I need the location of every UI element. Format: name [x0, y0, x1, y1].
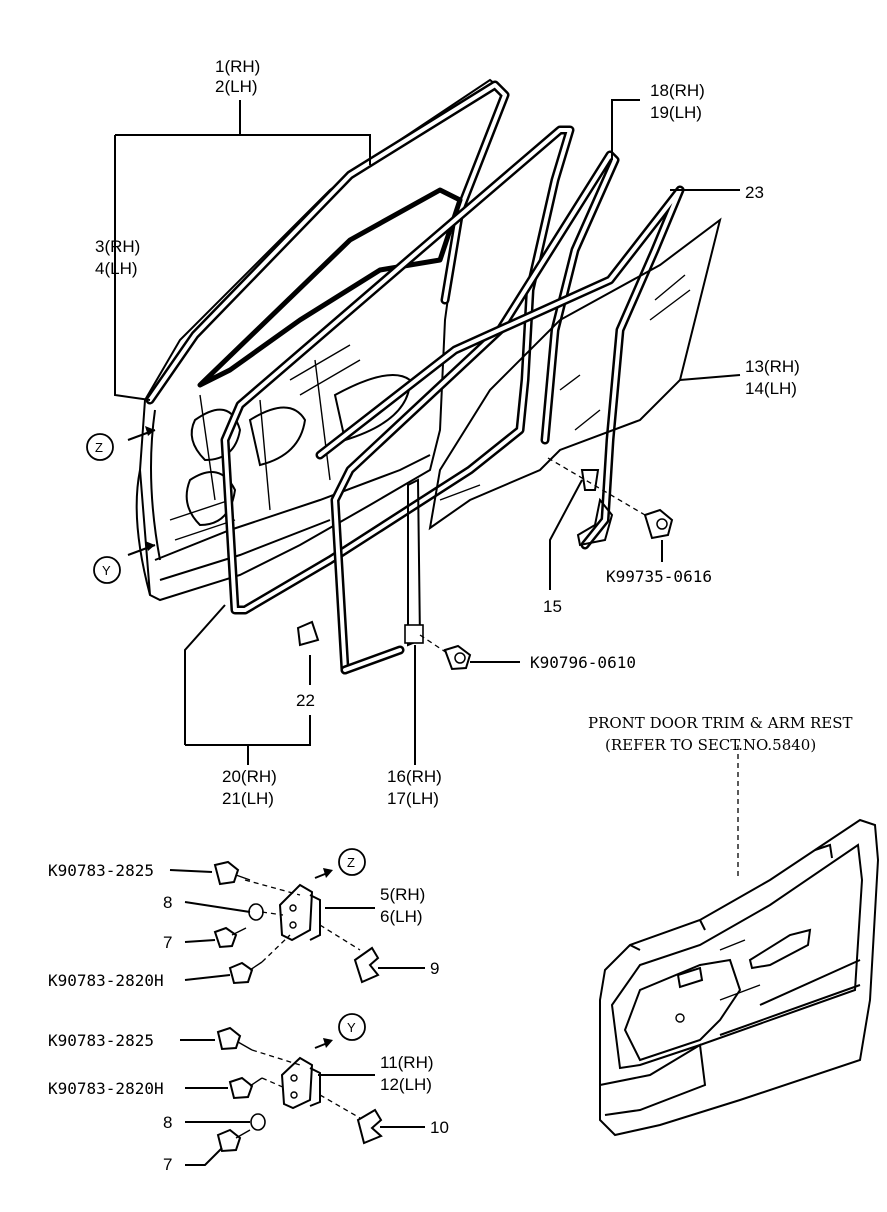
door-weatherstrip: [220, 125, 575, 615]
callout-18-rh: 18(RH): [650, 81, 705, 100]
upper-bolt-bottom-part-number: K90783-2820H: [48, 971, 164, 990]
svg-text:Y: Y: [347, 1020, 356, 1035]
door-glass: [428, 217, 722, 531]
callout-21-lh: 21(LH): [222, 789, 274, 808]
callout-16-rh: 16(RH): [387, 767, 442, 786]
upper-washer-callout: 8: [163, 893, 172, 912]
callout-15: 15: [543, 597, 562, 616]
callout-3-rh: 3(RH): [95, 237, 140, 256]
lower-bolt-small-callout: 7: [163, 1155, 172, 1174]
trim-note-title: PRONT DOOR TRIM & ARM REST: [588, 714, 853, 732]
lower-washer-callout: 8: [163, 1113, 172, 1132]
upper-z-marker-icon: Z: [338, 848, 366, 876]
callout-23: 23: [745, 183, 764, 202]
stopper-22: [296, 620, 320, 647]
callout-13-rh: 13(RH): [745, 357, 800, 376]
lower-hinge-assembly: [216, 1026, 383, 1153]
y-marker-icon: Y: [93, 556, 121, 584]
lower-y-marker-icon: Y: [338, 1013, 366, 1041]
z-marker-icon: Z: [86, 433, 114, 461]
svg-text:Z: Z: [95, 440, 103, 455]
lower-hinge-lh: 12(LH): [380, 1075, 432, 1094]
lower-check-callout: 10: [430, 1118, 449, 1137]
callout-4-lh: 4(LH): [95, 259, 138, 278]
upper-bolt-top-part-number: K90783-2825: [48, 861, 154, 880]
part-number-k99735: K99735-0616: [606, 567, 712, 586]
lower-bolt-top-part-number: K90783-2825: [48, 1031, 154, 1050]
callout-20-rh: 20(RH): [222, 767, 277, 786]
callout-1-rh: 1(RH): [215, 57, 260, 76]
svg-text:Z: Z: [347, 855, 355, 870]
upper-bolt-small-callout: 7: [163, 933, 172, 952]
upper-hinge-lh: 6(LH): [380, 907, 423, 926]
upper-hinge-rh: 5(RH): [380, 885, 425, 904]
callout-17-lh: 17(LH): [387, 789, 439, 808]
lower-bolt-mid-part-number: K90783-2820H: [48, 1079, 164, 1098]
bolt-k99735: [643, 508, 674, 540]
upper-check-callout: 9: [430, 959, 439, 978]
glass-run-channel: [315, 150, 685, 675]
part-number-k90796: K90796-0610: [530, 653, 636, 672]
callout-19-lh: 19(LH): [650, 103, 702, 122]
door-trim-panel: [599, 818, 880, 1137]
bolt-k90796: [443, 644, 472, 671]
callout-14-lh: 14(LH): [745, 379, 797, 398]
trim-note-reference: (REFER TO SECT.NO.5840): [605, 736, 816, 754]
upper-hinge-assembly: [213, 860, 380, 985]
svg-text:Y: Y: [102, 563, 111, 578]
callout-2-lh: 2(LH): [215, 77, 258, 96]
lower-hinge-rh: 11(RH): [380, 1053, 434, 1072]
callout-22: 22: [296, 691, 315, 710]
division-bar: [404, 478, 424, 647]
glass-guide-15: [576, 469, 614, 547]
